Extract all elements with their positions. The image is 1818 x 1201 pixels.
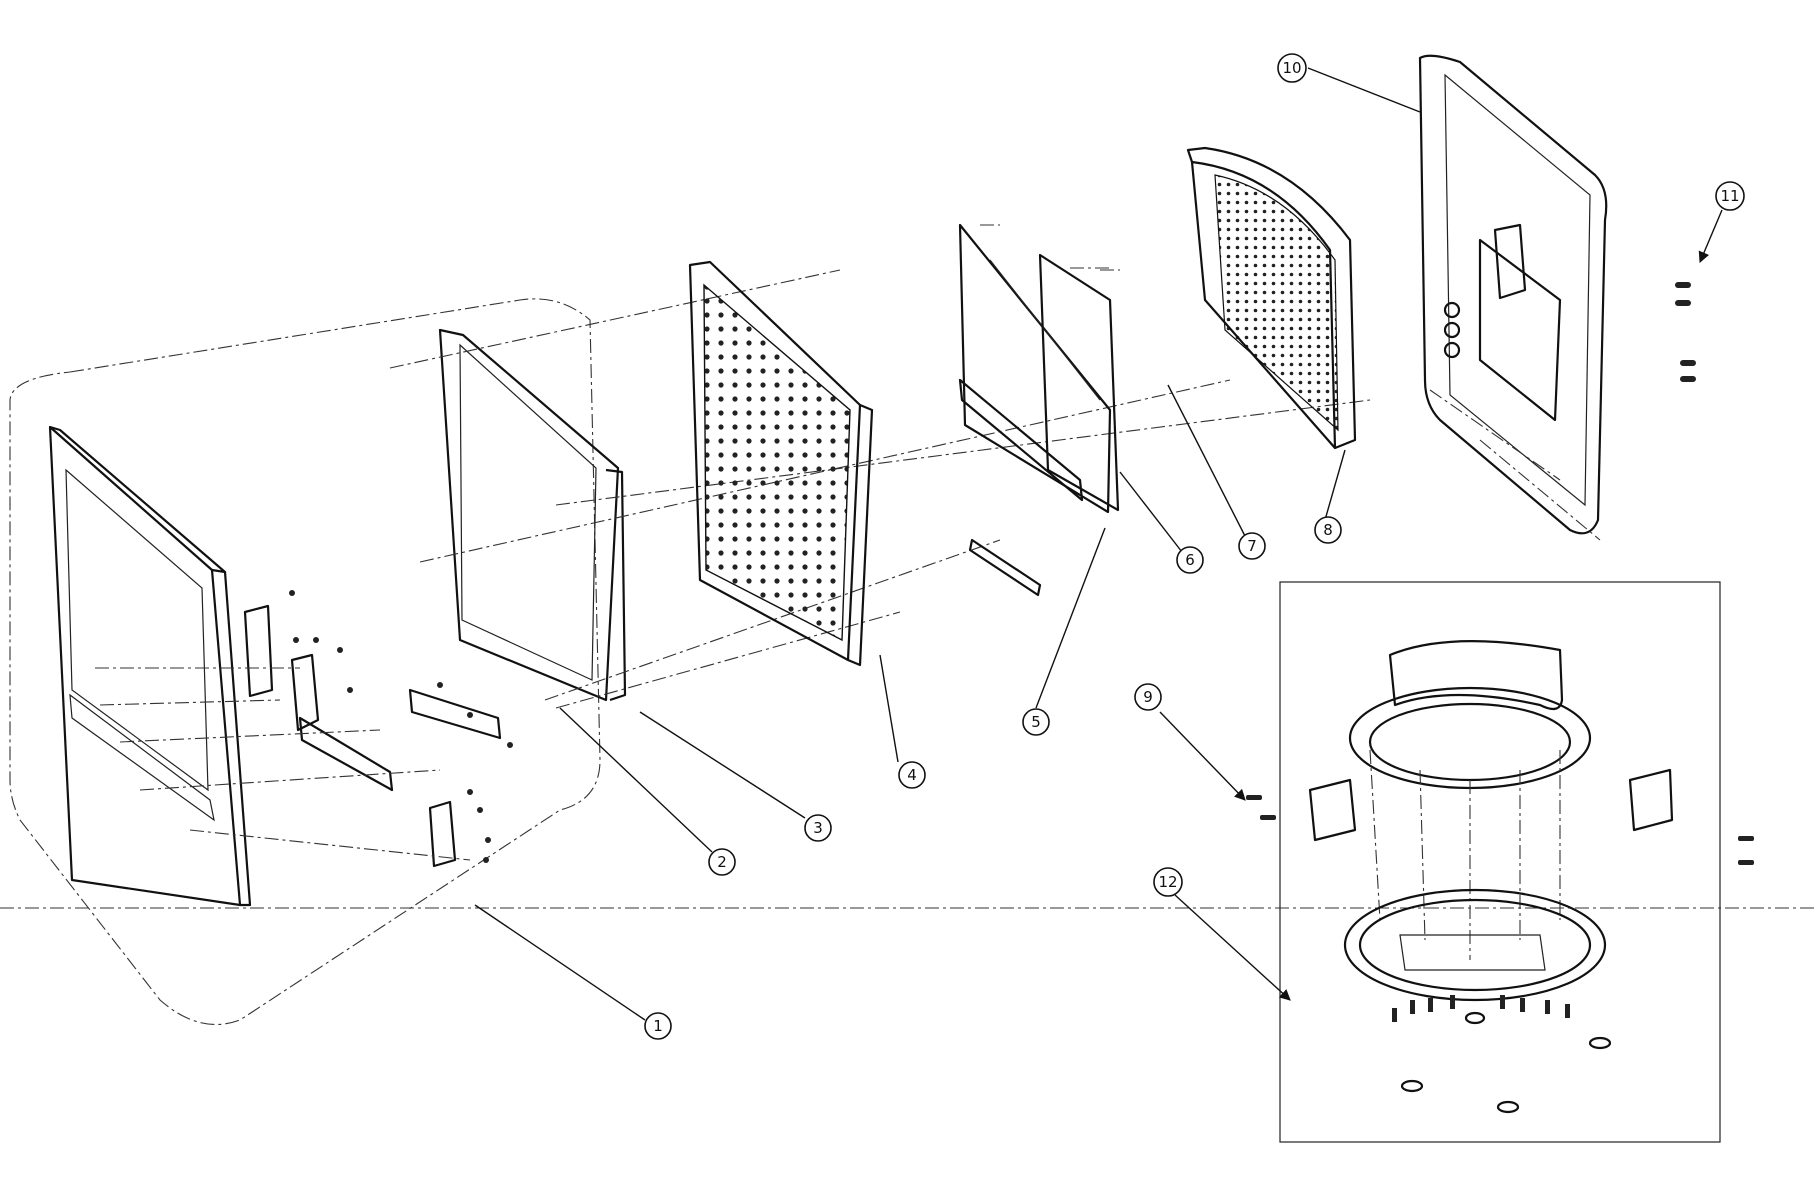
- callout-5: 5: [1022, 708, 1050, 736]
- callout-label: 6: [1185, 551, 1195, 569]
- callout-leaders: [474, 67, 1723, 1021]
- callout-label: 2: [717, 853, 727, 871]
- stand-assembly: [1279, 581, 1721, 1143]
- callout-10: 10: [1277, 53, 1307, 83]
- perforated-chassis: [688, 260, 874, 667]
- callout-label: 5: [1031, 713, 1041, 731]
- panel-frame: [389, 269, 1371, 709]
- callout-label: 4: [907, 766, 917, 784]
- callout-label: 11: [1720, 187, 1739, 205]
- screws-right: [1675, 282, 1696, 382]
- callout-12: 12: [1153, 867, 1183, 897]
- callout-11: 11: [1715, 181, 1745, 211]
- front-bezel-assembly: [9, 298, 601, 1026]
- callout-label: 3: [813, 819, 823, 837]
- callout-label: 8: [1323, 521, 1333, 539]
- callout-7: 7: [1238, 532, 1266, 560]
- callout-label: 1: [653, 1017, 663, 1035]
- screws-left-stand: [1246, 795, 1754, 865]
- callout-6: 6: [1176, 546, 1204, 574]
- callout-1: 1: [644, 1012, 672, 1040]
- rear-cover: [1186, 146, 1357, 450]
- callout-9: 9: [1134, 683, 1162, 711]
- callout-2: 2: [708, 848, 736, 876]
- callout-label: 7: [1247, 537, 1257, 555]
- back-housing: [1418, 54, 1608, 541]
- callout-4: 4: [898, 761, 926, 789]
- callout-label: 10: [1282, 59, 1301, 77]
- callout-label: 12: [1158, 873, 1177, 891]
- inner-shield: [958, 223, 1120, 597]
- callout-8: 8: [1314, 516, 1342, 544]
- callout-3: 3: [804, 814, 832, 842]
- callout-label: 9: [1143, 688, 1153, 706]
